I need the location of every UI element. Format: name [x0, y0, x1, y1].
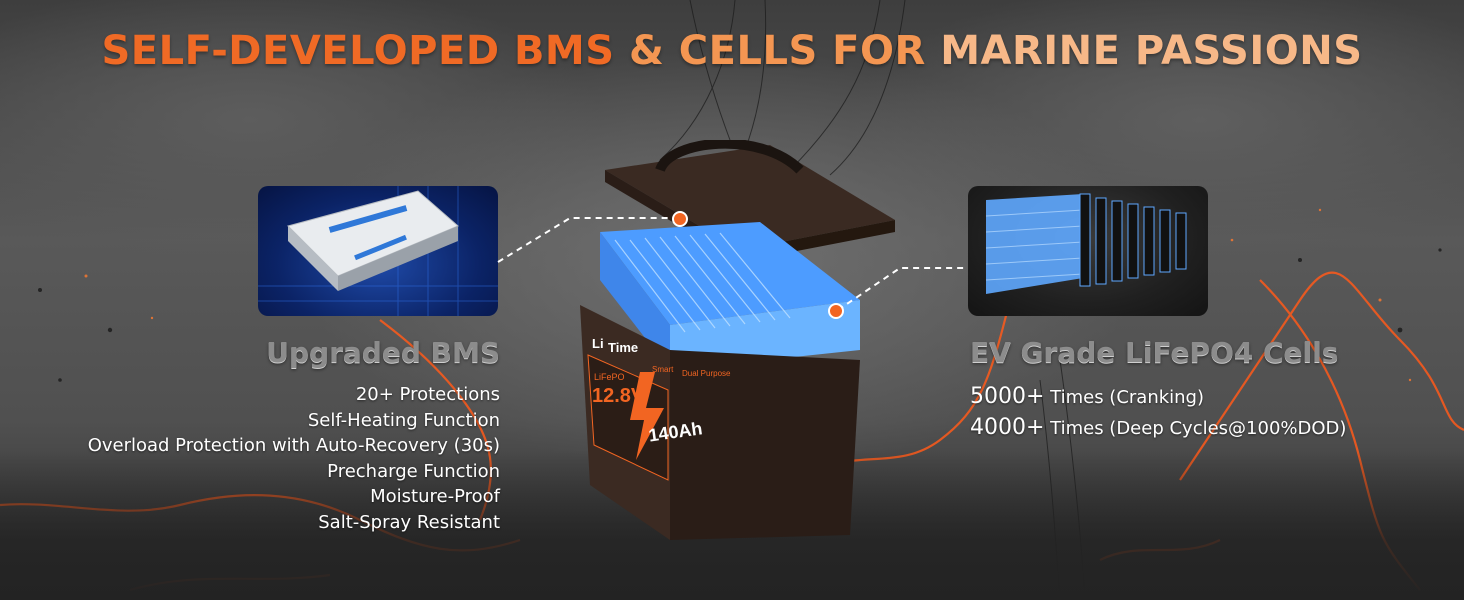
cells-heading: EV Grade LiFePO4 Cells	[970, 336, 1339, 369]
banner-title: SELF-DEVELOPED BMS & CELLS FOR MARINE PA…	[0, 28, 1464, 74]
title-part-1: SELF-DEVELOPED BMS	[101, 28, 615, 74]
bms-feature: 20+ Protections	[355, 384, 500, 405]
title-part-2: & CELLS FOR	[614, 28, 926, 74]
cycle-count: 5000+	[970, 384, 1045, 409]
battery-brand-time: Time	[608, 340, 638, 355]
bms-feature: Overload Protection with Auto-Recovery (…	[87, 435, 500, 457]
cycle-label: Times (Cranking)	[1044, 387, 1205, 408]
cells-callout-dot	[828, 303, 844, 319]
bms-feature: Self-Heating Function	[307, 409, 500, 431]
bms-heading: Upgraded BMS	[266, 336, 500, 369]
floating-debris	[38, 248, 1442, 382]
cycle-item: 4000+ Times (Deep Cycles@100%DOD)	[970, 413, 1346, 444]
bms-feature-list: 20+ Protections Self-Heating Function Ov…	[88, 382, 500, 536]
battery-label: Li Time LiFePO 12.8V 140Ah Smart Dual Pu…	[587, 336, 731, 481]
bms-feature: Precharge Function	[327, 460, 500, 482]
bms-feature: Moisture-Proof	[370, 486, 500, 508]
cell-cycle-list: 5000+ Times (Cranking) 4000+ Times (Deep…	[970, 382, 1346, 444]
bms-image-panel	[258, 186, 498, 316]
bms-board-illustration	[258, 186, 498, 316]
battery-chemistry: LiFePO	[594, 372, 625, 382]
bms-feature: Salt-Spray Resistant	[318, 511, 500, 533]
cycle-count: 4000+	[970, 415, 1045, 440]
cycle-item: 5000+ Times (Cranking)	[970, 382, 1346, 413]
battery-tag-dual: Dual Purpose	[682, 369, 731, 378]
battery-tag-smart: Smart	[652, 365, 674, 374]
battery-voltage: 12.8V	[592, 385, 645, 407]
cells-image-panel	[968, 186, 1208, 316]
battery-brand: Li	[592, 336, 604, 351]
cycle-label: Times (Deep Cycles@100%DOD)	[1044, 418, 1347, 439]
cells-stack-illustration	[985, 193, 1187, 294]
bms-callout-dot	[672, 211, 688, 227]
title-part-3: MARINE PASSIONS	[925, 28, 1363, 74]
